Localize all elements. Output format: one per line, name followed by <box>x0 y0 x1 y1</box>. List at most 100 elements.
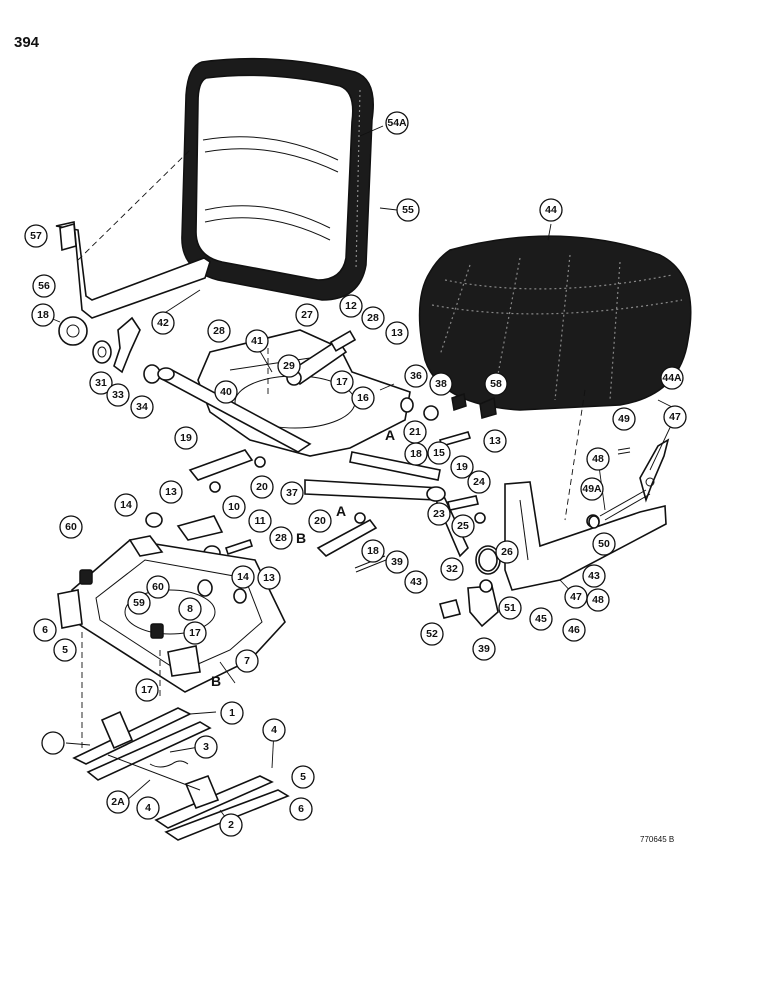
callout: 3 <box>194 735 218 759</box>
seat-back-cushion <box>181 57 374 301</box>
svg-text:25: 25 <box>457 520 469 532</box>
svg-text:2A: 2A <box>111 796 125 808</box>
svg-text:52: 52 <box>426 628 438 640</box>
callout: 51 <box>498 596 522 620</box>
callout: 39 <box>385 550 409 574</box>
rubber-mount-60a <box>79 569 93 585</box>
svg-text:13: 13 <box>263 572 275 584</box>
callout: 26 <box>495 540 519 564</box>
callout: 18 <box>361 539 385 563</box>
section-letter-a: A <box>336 503 346 519</box>
callout: 28 <box>361 306 385 330</box>
rubber-mount-59 <box>150 623 164 639</box>
svg-text:7: 7 <box>244 655 250 667</box>
hardware-36 <box>400 397 414 413</box>
svg-text:51: 51 <box>504 602 516 614</box>
section-letter-b: B <box>211 673 221 689</box>
callout: 28 <box>207 319 231 343</box>
callout: 23 <box>427 502 451 526</box>
callout: 49A <box>580 477 604 501</box>
callout: 34 <box>130 395 154 419</box>
callout: 47 <box>663 405 687 429</box>
cam-33 <box>113 316 141 374</box>
svg-text:48: 48 <box>592 594 604 606</box>
callout: 48 <box>586 447 610 471</box>
callout: 60 <box>59 515 83 539</box>
spacer-8 <box>197 579 247 604</box>
callout: 42 <box>151 311 175 335</box>
callout: 59 <box>127 591 151 615</box>
callout: 1 <box>220 701 244 725</box>
block-53 <box>439 599 461 619</box>
callout: 13 <box>385 321 409 345</box>
knob-57b <box>479 396 497 419</box>
svg-text:47: 47 <box>570 591 582 603</box>
section-letter-a: A <box>385 427 395 443</box>
svg-text:20: 20 <box>256 481 268 493</box>
spacer-31 <box>92 340 112 364</box>
callout: 14 <box>231 565 255 589</box>
callout: 4 <box>136 796 160 820</box>
svg-text:13: 13 <box>489 435 501 447</box>
callout: 56 <box>32 274 56 298</box>
svg-text:8: 8 <box>187 603 193 615</box>
svg-text:14: 14 <box>120 499 132 511</box>
svg-text:4: 4 <box>145 802 151 814</box>
callout: 39 <box>472 637 496 661</box>
adjust-lever <box>639 438 670 503</box>
pin-22 <box>447 495 479 511</box>
svg-text:13: 13 <box>391 327 403 339</box>
callout: 19 <box>174 426 198 450</box>
svg-text:19: 19 <box>180 432 192 444</box>
hardware-38 <box>423 405 439 421</box>
svg-text:16: 16 <box>357 392 369 404</box>
callout: 17 <box>330 370 354 394</box>
callout: 6 <box>289 797 313 821</box>
svg-text:43: 43 <box>588 570 600 582</box>
svg-text:37: 37 <box>286 487 298 499</box>
callout: 41 <box>245 329 269 353</box>
svg-text:33: 33 <box>112 389 124 401</box>
svg-text:48: 48 <box>592 453 604 465</box>
cross-tube <box>157 367 312 453</box>
svg-text:44: 44 <box>545 204 557 216</box>
callout: 6 <box>33 618 57 642</box>
callout: 31 <box>89 371 113 395</box>
knob-57a <box>451 393 467 411</box>
svg-text:44A: 44A <box>662 372 682 384</box>
svg-text:60: 60 <box>152 581 164 593</box>
svg-text:57: 57 <box>30 230 42 242</box>
callout: 10 <box>222 495 246 519</box>
callout: 21 <box>403 420 427 444</box>
link-20-upper <box>188 449 266 493</box>
svg-text:60: 60 <box>65 521 77 533</box>
svg-text:1: 1 <box>229 707 235 719</box>
svg-text:39: 39 <box>391 556 403 568</box>
svg-text:41: 41 <box>251 335 263 347</box>
callout: 32 <box>440 557 464 581</box>
callout: 28 <box>269 526 293 550</box>
callout: 33 <box>106 383 130 407</box>
callout: 19 <box>450 455 474 479</box>
svg-text:6: 6 <box>298 803 304 815</box>
svg-text:28: 28 <box>367 312 379 324</box>
callout: 38 <box>429 372 453 396</box>
svg-text:29: 29 <box>283 360 295 372</box>
svg-text:32: 32 <box>446 563 458 575</box>
svg-text:13: 13 <box>165 486 177 498</box>
callout: 20 <box>250 475 274 499</box>
callout: 27 <box>295 303 319 327</box>
svg-text:23: 23 <box>433 508 445 520</box>
callout: 17 <box>183 621 207 645</box>
callout: 18 <box>31 303 55 327</box>
callout: 55 <box>396 198 420 222</box>
svg-text:15: 15 <box>433 447 445 459</box>
svg-text:5: 5 <box>300 771 306 783</box>
svg-text:14: 14 <box>237 571 249 583</box>
callout: 5 <box>53 638 77 662</box>
svg-text:27: 27 <box>301 309 313 321</box>
svg-text:54A: 54A <box>387 117 407 129</box>
callout: 54A <box>385 111 409 135</box>
washer-23 <box>474 512 486 524</box>
svg-text:24: 24 <box>473 476 485 488</box>
